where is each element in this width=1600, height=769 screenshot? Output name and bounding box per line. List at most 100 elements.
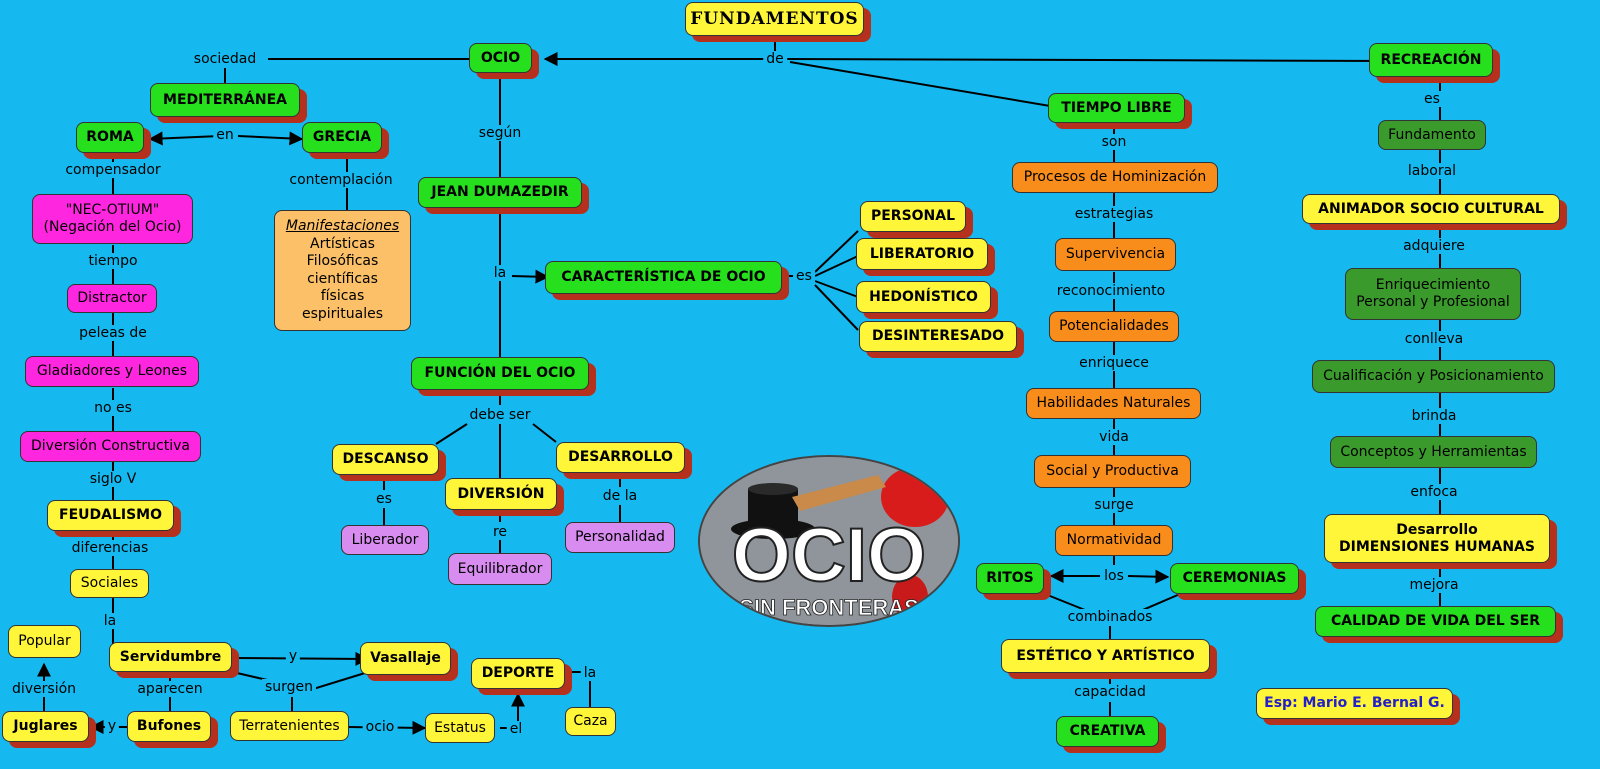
link-label: surgen [261,679,317,695]
logo-art: OCIO SIN FRONTERAS [700,457,958,625]
node-creativa: CREATIVA [1056,716,1159,747]
node-jean-dumazedir: JEAN DUMAZEDIR [418,177,582,208]
node-enriquecimiento: Enriquecimiento Personal y Profesional [1345,268,1521,320]
node-juglares: Juglares [2,711,89,742]
link-label: enfoca [1407,484,1461,500]
node-liberatorio: LIBERATORIO [856,238,988,270]
link-label: la [580,665,600,681]
node-calidad: CALIDAD DE VIDA DEL SER [1315,606,1556,637]
link-label: la [490,265,510,281]
node-diversion: DIVERSIÓN [445,478,557,510]
node-desinteresado: DESINTERESADO [859,321,1017,352]
node-procesos: Procesos de Hominización [1012,162,1218,193]
link-label: surge [1091,497,1137,513]
node-grecia: GRECIA [302,122,382,153]
link-label: y [285,648,301,664]
link-label: enriquece [1076,355,1152,371]
node-estetico: ESTÉTICO Y ARTÍSTICO [1001,639,1210,673]
node-caracteristica: CARACTERÍSTICA DE OCIO [545,261,782,294]
node-deporte: DEPORTE [471,658,565,689]
node-hedonistico: HEDONÍSTICO [856,281,991,313]
node-sociales: Sociales [70,569,149,598]
node-popular: Popular [8,625,81,658]
link-label: contemplación [286,172,396,188]
node-servidumbre: Servidumbre [109,642,232,672]
link-label: de [763,51,787,67]
node-manifestaciones: Manifestaciones Artísticas Filosóficas c… [274,210,411,331]
node-cualificacion: Cualificación y Posicionamiento [1312,360,1555,393]
link-label: no es [91,400,135,416]
dimensiones-line-2: DIMENSIONES HUMANAS [1339,538,1535,555]
node-personal: PERSONAL [860,201,966,232]
node-normatividad: Normatividad [1055,525,1173,556]
node-supervivencia: Supervivencia [1055,238,1176,271]
author-credit: Esp: Mario E. Bernal G. [1256,688,1453,719]
node-feudalismo: FEUDALISMO [47,500,174,531]
node-personalidad: Personalidad [565,522,675,553]
node-fundamento: Fundamento [1378,120,1486,150]
node-liberador: Liberador [341,525,429,555]
link-label: peleas de [76,325,150,341]
logo-word: OCIO [732,513,926,598]
manifestaciones-item: científicas [307,270,378,287]
link-label: la [100,613,120,629]
manifestaciones-item: espirituales [301,305,384,322]
enriquecimiento-line-1: Enriquecimiento [1375,277,1491,294]
node-diversion-constructiva: Diversión Constructiva [20,431,201,462]
node-conceptos: Conceptos y Herramientas [1330,436,1537,468]
node-social-productiva: Social y Productiva [1034,455,1191,488]
nec-otium-line-1: "NEC-OTIUM" [65,202,160,219]
node-recreacion: RECREACIÓN [1369,43,1493,77]
link-label: combinados [1064,609,1156,625]
node-habilidades: Habilidades Naturales [1026,388,1201,419]
manifestaciones-item: físicas [320,288,365,304]
link-label: es [1421,91,1443,107]
nec-otium-line-2: (Negación del Ocio) [43,219,182,235]
manifestaciones-title: Manifestaciones [285,218,400,234]
link-label: mejora [1406,577,1462,593]
ocio-sin-fronteras-logo: OCIO SIN FRONTERAS [698,455,960,627]
link-label: sociedad [190,51,260,67]
link-label: es [793,268,815,284]
link-label: los [1101,568,1127,584]
manifestaciones-item: Artísticas [310,235,375,252]
link-label: brinda [1408,408,1460,424]
node-funcion: FUNCIÓN DEL OCIO [411,357,589,390]
manifestaciones-item: Filosóficas [306,253,379,269]
logo-subtitle: SIN FRONTERAS [739,595,919,620]
link-label: compensador [62,162,164,178]
node-mediterranea: MEDITERRÁNEA [150,83,300,117]
link-label: son [1098,134,1130,150]
node-vasallaje: Vasallaje [360,642,451,675]
node-animador: ANIMADOR SOCIO CULTURAL [1302,194,1560,224]
link-label: y [104,718,120,734]
link-label: vida [1096,429,1132,445]
title-node: FUNDAMENTOS [685,2,864,36]
node-desarrollo: DESARROLLO [556,442,685,473]
link-label: diversión [8,681,80,697]
link-label: siglo V [86,471,140,487]
link-label: reconocimiento [1053,283,1169,299]
link-label: estrategias [1071,206,1157,222]
node-bufones: Bufones [127,711,211,742]
link-label: conlleva [1401,331,1467,347]
enriquecimiento-line-2: Personal y Profesional [1356,294,1510,310]
node-tiempo-libre: TIEMPO LIBRE [1048,93,1185,123]
node-ceremonias: CEREMONIAS [1170,563,1299,594]
node-dimensiones: Desarrollo DIMENSIONES HUMANAS [1324,514,1550,563]
link-label: en [213,127,237,143]
node-gladiadores: Gladiadores y Leones [25,356,199,387]
node-roma: ROMA [76,122,144,153]
link-label: debe ser [466,407,534,423]
dimensiones-line-1: Desarrollo [1396,521,1478,538]
link-label: según [475,125,525,141]
link-label: re [489,524,511,540]
link-label: de la [599,488,641,504]
link-label: aparecen [134,681,206,697]
link-label: adquiere [1400,238,1468,254]
node-estatus: Estatus [425,713,495,743]
link-label: el [506,721,526,737]
node-descanso: DESCANSO [332,444,439,475]
link-label: diferencias [68,540,152,556]
